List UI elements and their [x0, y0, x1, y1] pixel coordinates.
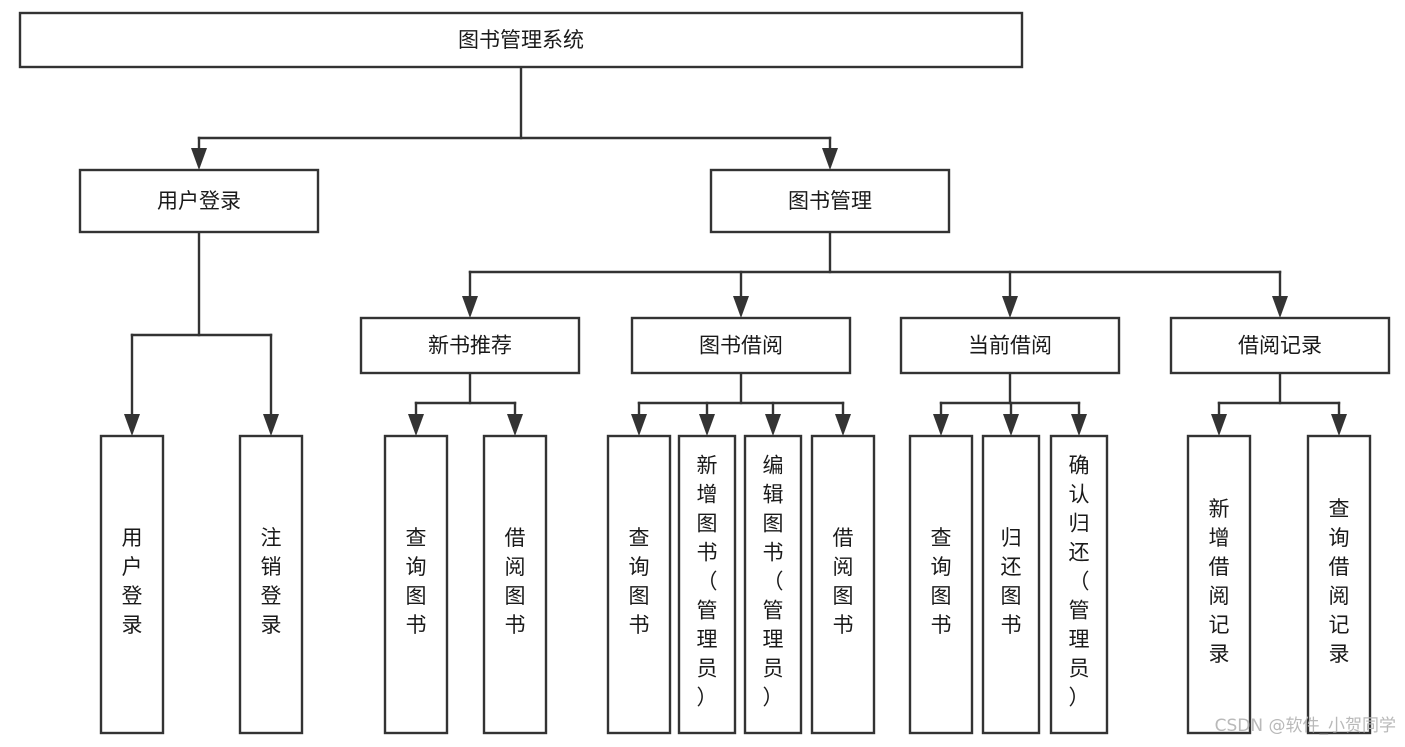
leaf-node-4-label: 借阅图书: [505, 526, 526, 637]
leaf-node-11[interactable]: 确认归还（管理员）: [1049, 434, 1109, 735]
leaf-node-5[interactable]: 查询图书: [606, 434, 672, 735]
arrow-head-icon: [733, 296, 749, 318]
connector-layer: [124, 65, 1347, 436]
level3-node-1-label: 新书推荐: [428, 334, 512, 358]
arrow-head-icon: [699, 414, 715, 436]
leaf-node-7-label: 编辑图书（管理员）: [763, 454, 784, 710]
root-node[interactable]: 图书管理系统: [18, 11, 1024, 69]
arrow-head-icon: [191, 148, 207, 170]
level2-node-2-frame: [709, 168, 951, 234]
leaf-node-10-frame: [981, 434, 1041, 735]
leaf-node-3-frame: [383, 434, 449, 735]
arrow-head-icon: [263, 414, 279, 436]
leaf-node-6-label: 新增图书（管理员）: [697, 454, 718, 710]
leaf-node-11-label: 确认归还（管理员）: [1069, 454, 1090, 710]
arrow-head-icon: [835, 414, 851, 436]
arrow-head-icon: [1331, 414, 1347, 436]
leaf-node-5-label: 查询图书: [629, 526, 650, 637]
arrow-head-icon: [1002, 296, 1018, 318]
leaf-node-10-label: 归还图书: [1001, 526, 1022, 637]
leaf-node-11-frame: [1049, 434, 1109, 735]
leaf-node-8-label: 借阅图书: [833, 526, 854, 637]
leaf-node-12[interactable]: 新增借阅记录: [1186, 434, 1252, 735]
leaf-node-4[interactable]: 借阅图书: [482, 434, 548, 735]
arrow-head-icon: [631, 414, 647, 436]
level2-node-2-label: 图书管理: [788, 189, 872, 213]
level3-node-4-label: 借阅记录: [1238, 334, 1322, 358]
leaf-node-3-label: 查询图书: [406, 526, 427, 637]
leaf-node-9-frame: [908, 434, 974, 735]
level2-node-1[interactable]: 用户登录: [78, 168, 320, 234]
arrow-head-icon: [765, 414, 781, 436]
leaf-node-3[interactable]: 查询图书: [383, 434, 449, 735]
watermark-label: CSDN @软件_小贺同学: [1215, 716, 1396, 736]
level3-node-2[interactable]: 图书借阅: [630, 316, 852, 375]
arrow-head-icon: [124, 414, 140, 436]
arrow-head-icon: [507, 414, 523, 436]
leaf-node-9[interactable]: 查询图书: [908, 434, 974, 735]
leaf-node-7[interactable]: 编辑图书（管理员）: [743, 434, 803, 735]
level3-node-3-frame: [899, 316, 1121, 375]
leaf-node-2-label: 注销登录: [261, 526, 282, 637]
level3-node-1[interactable]: 新书推荐: [359, 316, 581, 375]
leaf-node-12-frame: [1186, 434, 1252, 735]
leaf-node-8-frame: [810, 434, 876, 735]
leaf-node-12-label: 新增借阅记录: [1209, 497, 1230, 666]
level3-node-4[interactable]: 借阅记录: [1169, 316, 1391, 375]
leaf-node-1-frame: [99, 434, 165, 735]
level2-node-1-frame: [78, 168, 320, 234]
leaf-node-2-frame: [238, 434, 304, 735]
level3-node-1-frame: [359, 316, 581, 375]
leaf-node-2[interactable]: 注销登录: [238, 434, 304, 735]
node-layer: 图书管理系统用户登录图书管理新书推荐图书借阅当前借阅借阅记录用户登录注销登录查询…: [18, 11, 1391, 735]
leaf-node-9-label: 查询图书: [931, 526, 952, 637]
leaf-node-13-label: 查询借阅记录: [1329, 497, 1350, 666]
level2-node-1-label: 用户登录: [157, 189, 241, 213]
arrow-head-icon: [462, 296, 478, 318]
level3-node-4-frame: [1169, 316, 1391, 375]
arrow-head-icon: [1211, 414, 1227, 436]
root-node-label: 图书管理系统: [458, 28, 584, 52]
leaf-node-6[interactable]: 新增图书（管理员）: [677, 434, 737, 735]
arrow-head-icon: [822, 148, 838, 170]
root-node-frame: [18, 11, 1024, 69]
leaf-node-4-frame: [482, 434, 548, 735]
leaf-node-10[interactable]: 归还图书: [981, 434, 1041, 735]
arrow-head-icon: [1071, 414, 1087, 436]
leaf-node-8[interactable]: 借阅图书: [810, 434, 876, 735]
arrow-head-icon: [1003, 414, 1019, 436]
level3-node-2-label: 图书借阅: [699, 334, 783, 358]
leaf-node-13-frame: [1306, 434, 1372, 735]
level3-node-2-frame: [630, 316, 852, 375]
arrow-head-icon: [408, 414, 424, 436]
leaf-node-5-frame: [606, 434, 672, 735]
leaf-node-6-frame: [677, 434, 737, 735]
arrow-head-icon: [933, 414, 949, 436]
leaf-node-7-frame: [743, 434, 803, 735]
leaf-node-1[interactable]: 用户登录: [99, 434, 165, 735]
leaf-node-1-label: 用户登录: [122, 526, 143, 637]
leaf-node-13[interactable]: 查询借阅记录: [1306, 434, 1372, 735]
level3-node-3[interactable]: 当前借阅: [899, 316, 1121, 375]
level3-node-3-label: 当前借阅: [968, 334, 1052, 358]
arrow-head-icon: [1272, 296, 1288, 318]
level2-node-2[interactable]: 图书管理: [709, 168, 951, 234]
